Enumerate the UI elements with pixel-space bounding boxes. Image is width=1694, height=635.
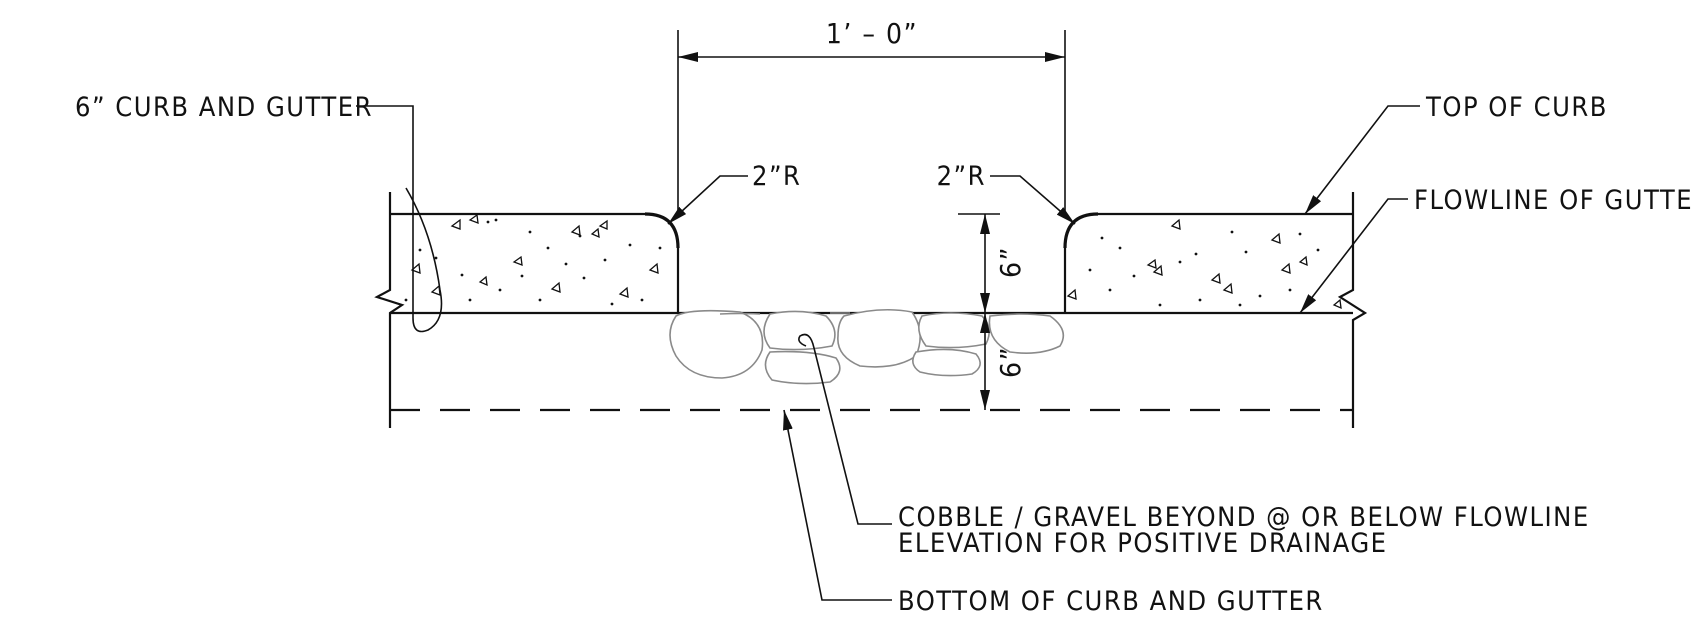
curb-and-gutter-label: 6” CURB AND GUTTER <box>75 92 373 123</box>
radius-right-label: 2”R <box>937 161 986 192</box>
depth-lower-label: 6” <box>994 346 1027 378</box>
cobble-label-line2: ELEVATION FOR POSITIVE DRAINAGE <box>898 528 1388 559</box>
bottom-of-curb-label: BOTTOM OF CURB AND GUTTER <box>898 586 1324 617</box>
depth-upper-label: 6” <box>994 246 1027 278</box>
concrete-hatch-right <box>1066 218 1342 310</box>
curb-and-gutter-leader <box>356 105 443 333</box>
top-of-curb-leader <box>1304 105 1420 215</box>
width-dimension-label: 1’ – 0” <box>826 17 918 50</box>
radius-left-label: 2”R <box>752 161 801 192</box>
concrete-hatch-left <box>404 213 662 306</box>
radius-left-leader <box>667 175 748 225</box>
bottom-of-curb-leader <box>783 409 892 601</box>
cobble-leader <box>798 333 892 525</box>
cobble-label-line1: COBBLE / GRAVEL BEYOND @ OR BELOW FLOWLI… <box>898 502 1590 533</box>
width-dimension <box>677 30 1066 214</box>
flowline-label: FLOWLINE OF GUTTER <box>1414 185 1694 216</box>
radius-right-leader <box>990 175 1076 225</box>
flowline-leader <box>1299 198 1408 314</box>
top-of-curb-label: TOP OF CURB <box>1425 92 1608 123</box>
